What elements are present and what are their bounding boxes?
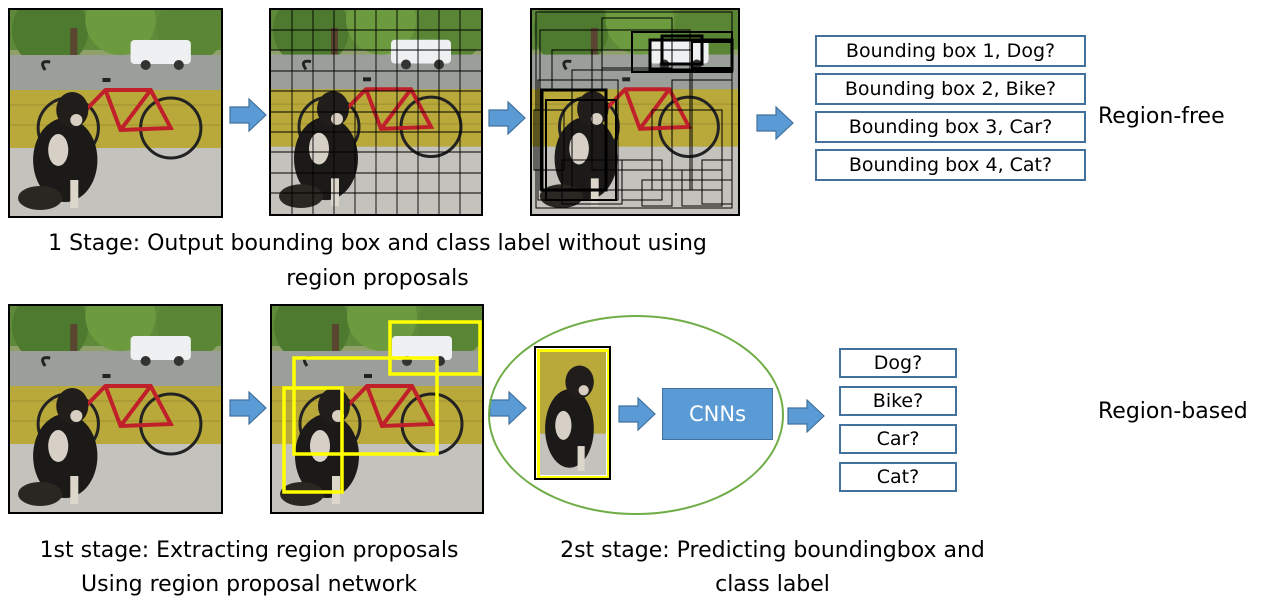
first-stage-caption-line2: Using region proposal network [81,572,417,597]
dog-crop-photo [534,346,611,480]
output-box-car: Bounding box 3, Car? [815,111,1086,143]
second-stage-caption-line1: 2st stage: Predicting boundingbox and [560,538,985,563]
dog-bike-photo-original-2 [8,304,223,514]
right-arrow-icon [756,105,794,141]
output-box-bike: Bounding box 2, Bike? [815,73,1086,105]
output-box-cat: Bounding box 4, Cat? [815,149,1086,181]
dog-bike-photo-many-boxes [530,8,740,216]
cnns-box: CNNs [662,388,773,440]
one-stage-caption-line2: region proposals [286,266,469,291]
first-stage-caption-line1: 1st stage: Extracting region proposals [39,538,459,563]
output-box-dog: Bounding box 1, Dog? [815,35,1086,67]
second-stage-caption-line2: class label [715,572,830,597]
output-box-bike-2: Bike? [839,386,957,416]
dog-crop-yellow-border [537,349,609,478]
output-box-car-2: Car? [839,424,957,454]
one-stage-caption-line1: 1 Stage: Output bounding box and class l… [48,231,707,256]
dog-bike-photo-grid [269,8,483,216]
right-arrow-icon [787,398,825,434]
region-proposals-overlay [282,320,482,494]
output-box-cat-2: Cat? [839,462,957,492]
right-arrow-icon [229,97,267,133]
right-arrow-icon [618,396,656,432]
second-stage-ellipse [488,315,784,515]
dog-bike-photo-proposals [270,304,484,514]
region-free-label: Region-free [1098,104,1225,129]
region-based-label: Region-based [1098,399,1248,424]
output-box-dog-2: Dog? [839,348,957,378]
right-arrow-icon [229,390,267,426]
grid-overlay [271,10,481,214]
candidate-boxes-overlay [533,11,734,209]
dog-bike-photo-original [8,8,223,218]
right-arrow-icon [488,100,526,136]
